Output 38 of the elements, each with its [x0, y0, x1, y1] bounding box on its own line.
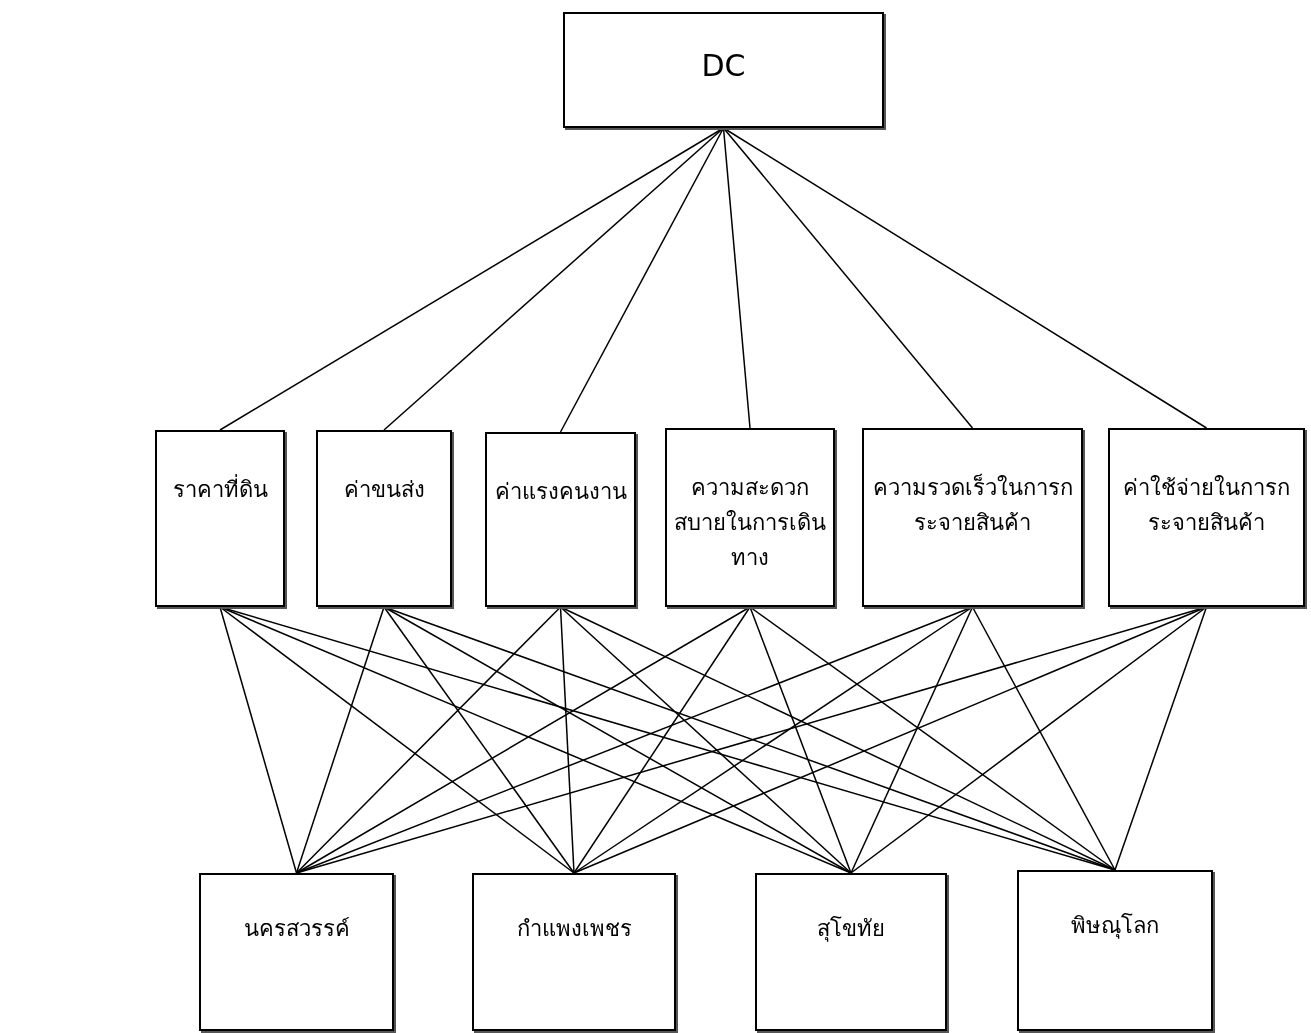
box: [199, 873, 394, 1031]
box-label: ราคาที่ดิน: [163, 472, 277, 508]
box: [862, 428, 1083, 607]
box-label: ความสะดวกสบายในการเดินทาง: [673, 474, 827, 573]
connector-line: [295, 606, 562, 874]
box-label: กำแพงเพชร: [515, 915, 633, 943]
box: [755, 873, 947, 1031]
connector-line: [219, 606, 575, 874]
connector-line: [971, 606, 1116, 871]
connector-line: [219, 606, 298, 874]
box-label: DC: [700, 47, 747, 85]
connector-line: [850, 606, 974, 874]
box-label: ค่าขนส่ง: [342, 476, 426, 504]
connector-line: [573, 606, 751, 874]
box-label: สุโขทัย: [816, 915, 886, 944]
box: [472, 873, 676, 1031]
connector-line: [1114, 606, 1208, 871]
box: [155, 430, 285, 607]
connector-line: [749, 606, 1116, 871]
box-label: นครสวรรค์: [242, 915, 351, 943]
box-label: ค่าแรงคนงาน: [493, 478, 628, 506]
box: [563, 12, 884, 128]
connector-line: [722, 127, 751, 429]
connector-line: [295, 606, 385, 874]
box-label: ความรวดเร็วในการกระจายสินค้า: [871, 472, 1074, 538]
connector-line: [749, 606, 852, 874]
box-label: ค่าใช้จ่ายในการกระจายสินค้า: [1122, 474, 1291, 538]
connector-line: [722, 127, 974, 429]
box: [1108, 428, 1305, 607]
box: [316, 430, 452, 607]
connector-line: [559, 606, 852, 874]
box: [1017, 870, 1213, 1031]
box-label: พิษณุโลก: [1070, 912, 1160, 941]
box: [485, 432, 636, 607]
connector-line: [559, 127, 725, 433]
box: [665, 428, 835, 607]
connector-line: [559, 606, 575, 874]
connector-line: [383, 606, 575, 874]
